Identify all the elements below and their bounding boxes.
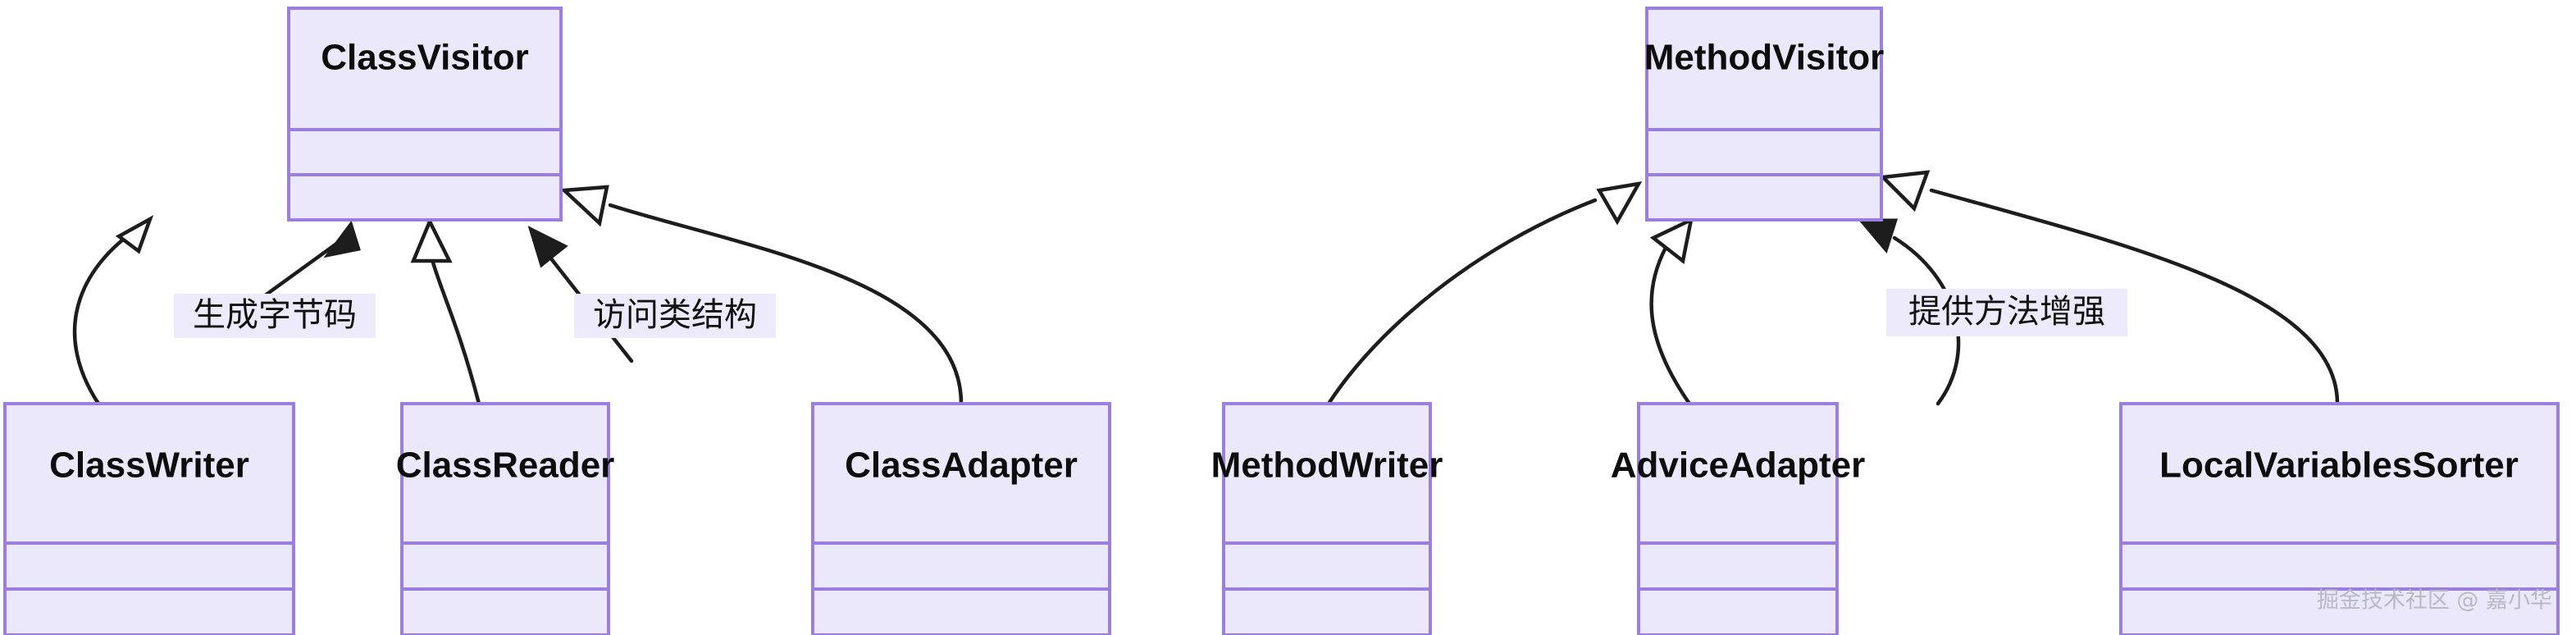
hollow-triangle-arrowhead <box>1649 217 1694 265</box>
class-box-method-visitor[interactable]: MethodVisitor <box>1644 7 1885 222</box>
solid-arrowhead <box>1857 218 1899 254</box>
edge-label-provide-method-enhancement: 提供方法增强 <box>1886 289 2127 336</box>
class-name-label: MethodWriter <box>1211 445 1443 486</box>
edge-label-visit-class-structure: 访问类结构 <box>574 294 776 338</box>
class-name-label: ClassReader <box>396 445 615 486</box>
label-background <box>174 294 376 338</box>
class-box-outline <box>400 402 610 635</box>
class-box-outline <box>2119 402 2560 635</box>
class-box-outline <box>287 7 563 222</box>
edge-label-text: 访问类结构 <box>593 296 757 334</box>
edge-line <box>1649 244 1692 406</box>
class-box-advice-adapter[interactable]: AdviceAdapter <box>1611 402 1866 635</box>
class-name-label: MethodVisitor <box>1644 38 1885 78</box>
solid-arrowhead <box>527 226 568 268</box>
class-box-class-writer[interactable]: ClassWriter <box>3 402 295 635</box>
edge-label-generate-bytecode: 生成字节码 <box>174 294 376 338</box>
hollow-triangle-arrowhead <box>1596 181 1643 226</box>
edge-localvariablessorter-methodvisitor <box>1879 170 2340 406</box>
class-box-outline <box>1645 7 1883 222</box>
class-name-label: ClassWriter <box>49 445 249 486</box>
class-box-outline <box>811 402 1111 635</box>
class-name-label: ClassVisitor <box>321 38 529 78</box>
class-box-local-variables-sorter[interactable]: LocalVariablesSorter <box>2119 402 2560 635</box>
edge-classadapter-classvisitor <box>559 185 964 406</box>
hollow-triangle-arrowhead <box>115 215 154 254</box>
hollow-triangle-arrowhead <box>410 217 453 263</box>
watermark: 掘金技术社区 @ 嘉小华 <box>2317 588 2552 614</box>
edge-classwriter-classvisitor <box>72 215 154 406</box>
edge-methodwriter-methodvisitor <box>1326 181 1643 406</box>
class-box-class-visitor[interactable]: ClassVisitor <box>287 7 563 222</box>
class-box-method-writer[interactable]: MethodWriter <box>1211 402 1443 635</box>
edge-adviceadapter-methodvisitor <box>1649 217 1694 406</box>
class-box-outline <box>3 402 295 635</box>
class-name-label: LocalVariablesSorter <box>2159 445 2519 486</box>
hollow-triangle-arrowhead <box>1879 170 1931 212</box>
solid-arrowhead <box>323 220 361 258</box>
label-background <box>574 294 776 338</box>
edge-classreader-classvisitor <box>410 217 481 406</box>
class-name-label: AdviceAdapter <box>1611 445 1866 486</box>
edge-line <box>1326 198 1598 406</box>
label-background <box>1886 289 2127 336</box>
edge-label-text: 提供方法增强 <box>1908 293 2105 331</box>
class-box-outline <box>1637 402 1839 635</box>
class-box-class-adapter[interactable]: ClassAdapter <box>811 402 1111 635</box>
class-box-outline <box>1222 402 1432 635</box>
edge-line <box>1929 188 2340 406</box>
class-name-label: ClassAdapter <box>845 445 1078 486</box>
hollow-triangle-arrowhead <box>559 185 609 227</box>
class-box-class-reader[interactable]: ClassReader <box>396 402 615 635</box>
edge-label-text: 生成字节码 <box>193 296 357 334</box>
edge-line <box>431 260 481 406</box>
edge-line <box>608 203 964 406</box>
